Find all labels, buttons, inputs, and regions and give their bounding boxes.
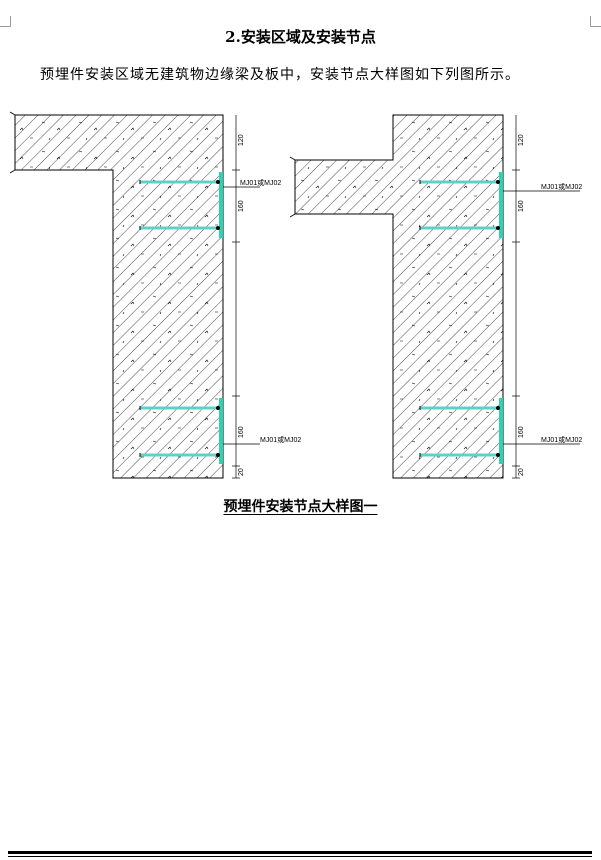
crop-mark-top-right [590, 16, 601, 27]
left-dim-lower: 160 [238, 426, 245, 438]
right-dimension-chain [503, 115, 580, 479]
left-lower-anchors [139, 398, 223, 464]
left-label-lower: MJ01或MJ02 [260, 435, 301, 444]
body-paragraph: 预埋件安装区域无建筑物边缘梁及板中，安装节点大样图如下列图所示。 [40, 67, 520, 83]
left-upper-anchors [139, 172, 223, 238]
footer-rule-thick [8, 851, 592, 854]
figure-caption: 预埋件安装节点大样图一 [0, 496, 601, 516]
figure-caption-text: 预埋件安装节点大样图一 [223, 499, 378, 515]
right-detail: 120 160 160 20 MJ01或MJ02 MJ01或MJ02 [289, 114, 582, 479]
left-dimension-chain [223, 115, 260, 479]
right-lower-anchors [419, 398, 503, 464]
right-dim-bottom: 20 [518, 468, 525, 476]
footer-rule-thin [8, 856, 592, 857]
right-dim-lower: 160 [518, 426, 525, 438]
right-dim-top: 120 [518, 134, 525, 146]
section-heading: 2.安装区域及安装节点 [225, 28, 376, 46]
left-dim-upper: 160 [238, 200, 245, 212]
crop-mark-top-left [0, 16, 11, 27]
right-upper-anchors [419, 172, 503, 238]
left-dim-top: 120 [238, 134, 245, 146]
right-dim-upper: 160 [518, 200, 525, 212]
left-dim-bottom: 20 [238, 468, 245, 476]
left-detail: 120 160 160 20 MJ01或MJ02 MJ01或MJ02 [9, 111, 301, 479]
embedded-part-detail-drawing: 120 160 160 20 MJ01或MJ02 MJ01或MJ02 [9, 111, 582, 479]
left-label-upper: MJ01或MJ02 [240, 178, 281, 187]
right-label-upper: MJ01或MJ02 [541, 182, 582, 191]
right-label-lower: MJ01或MJ02 [541, 435, 582, 444]
